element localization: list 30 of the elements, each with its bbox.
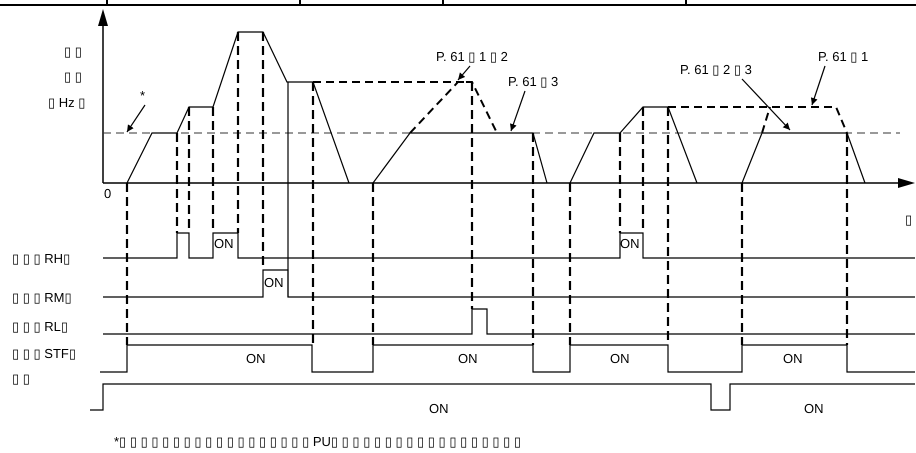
axis-title: ▯ ▯	[64, 69, 82, 84]
axis-title: ▯ ▯	[64, 44, 82, 59]
callout-text: P. 61 ▯ 3	[508, 74, 558, 89]
on-state-label: ON	[804, 401, 824, 416]
leader-arrow	[510, 90, 526, 132]
on-state-label: ON	[246, 351, 266, 366]
on-state-label: ON	[214, 236, 234, 251]
footnote: *▯ ▯ ▯ ▯ ▯ ▯ ▯ ▯ ▯ ▯ ▯ ▯ ▯ ▯ ▯ ▯ ▯ ▯ PU▯ ▯ ▯ ▯ ▯ ▯ ▯ ▯ ▯ ▯ ▯ ▯ ▯ ▯ ▯ ▯ ▯ ▯	[114, 434, 522, 449]
leader-arrow	[126, 104, 146, 132]
axis-title: ▯	[905, 212, 912, 227]
signal-name: ▯ ▯ ▯ RM▯	[12, 290, 72, 305]
callout-text: *	[140, 88, 146, 103]
leader-arrow	[810, 66, 826, 106]
on-state-label: ON	[264, 275, 284, 290]
on-state-label: ON	[429, 401, 448, 416]
leader-arrow	[742, 78, 790, 130]
axis-title: ▯ Hz ▯	[48, 95, 86, 110]
signal-name: ▯ ▯ ▯ RL▯	[12, 319, 68, 334]
callout-text: P. 61 ▯ 2 ▯ 3	[680, 62, 752, 77]
leader-arrow	[458, 66, 470, 80]
callout-text: P. 61 ▯ 1 ▯ 2	[436, 49, 508, 64]
axis-origin-label: 0	[104, 186, 112, 201]
on-state-label: ON	[458, 351, 478, 366]
on-state-label: ON	[783, 351, 802, 366]
signal-name: ▯ ▯ ▯ RH▯	[12, 251, 70, 266]
signal-name: ▯ ▯	[12, 371, 30, 386]
signal-name: ▯ ▯ ▯ STF▯	[12, 346, 76, 361]
on-state-label: ON	[620, 236, 640, 251]
callout-text: P. 61 ▯ 1	[818, 49, 868, 64]
on-state-label: ON	[610, 351, 630, 366]
